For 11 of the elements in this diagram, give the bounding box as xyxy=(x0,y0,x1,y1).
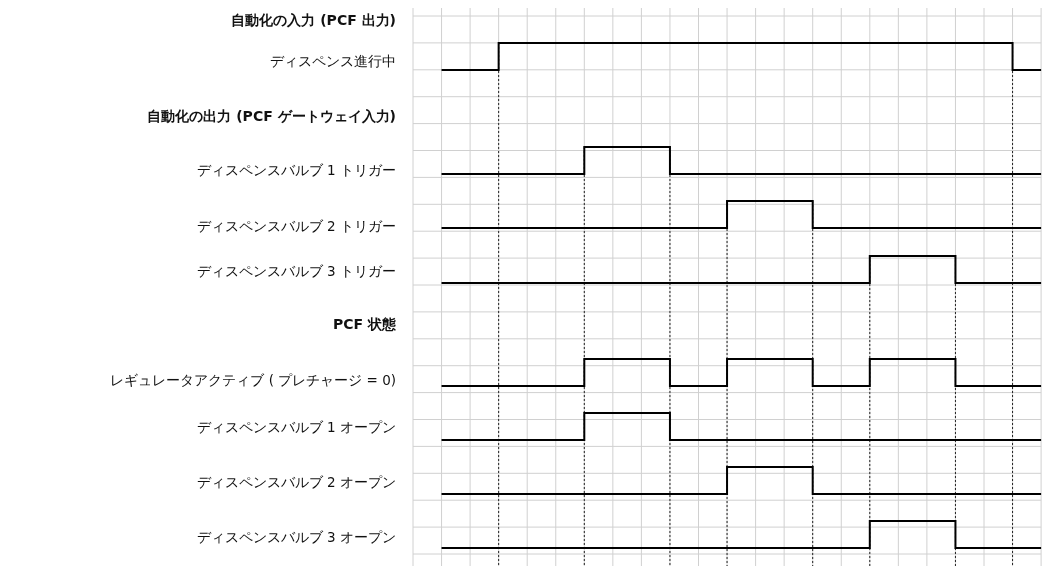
signal-label: ディスペンスバルブ 3 オープン xyxy=(196,529,396,547)
signal-label: ディスペンスバルブ 2 オープン xyxy=(196,474,396,492)
signal-label: ディスペンスバルブ 1 トリガー xyxy=(196,162,396,180)
signal-label: ディスペンス進行中 xyxy=(270,53,396,71)
section-heading: 自動化の入力 (PCF 出力) xyxy=(231,12,396,30)
signal-label: ディスペンスバルブ 1 オープン xyxy=(196,419,396,437)
signal-label: ディスペンスバルブ 3 トリガー xyxy=(196,263,396,281)
signal-label: ディスペンスバルブ 2 トリガー xyxy=(196,218,396,236)
section-heading: 自動化の出力 (PCF ゲートウェイ入力) xyxy=(147,108,396,126)
section-heading: PCF 状態 xyxy=(333,316,396,334)
signal-label: レギュレータアクティブ ( プレチャージ = 0) xyxy=(110,372,396,390)
